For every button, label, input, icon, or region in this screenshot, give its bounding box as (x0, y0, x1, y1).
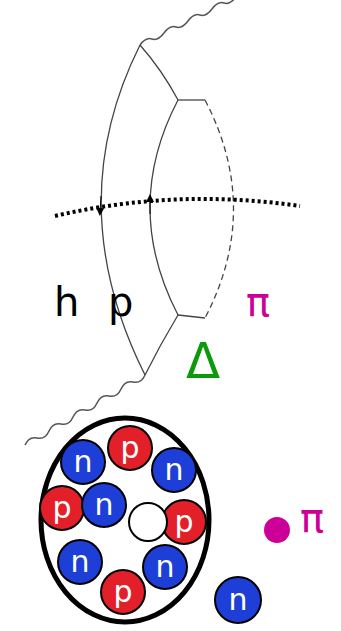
particle-label: p (108, 282, 133, 322)
nucleon-ball: n (81, 482, 127, 528)
nucleon-letter: n (70, 547, 89, 577)
nucleon-ball: n (214, 576, 262, 624)
nucleon-letter: n (228, 585, 247, 615)
nucleon-letter: n (155, 552, 174, 582)
nucleon-letter: p (174, 507, 193, 537)
nucleon-ball: p (39, 485, 85, 531)
particle-label: Δ (186, 336, 220, 386)
nucleon-ball: p (107, 425, 153, 471)
nucleon-letter: p (113, 577, 132, 607)
particle-label: h (54, 282, 79, 322)
nucleon-letter: n (73, 447, 92, 477)
nucleon-ball: n (142, 544, 188, 590)
nucleon-letter: n (164, 455, 183, 485)
nucleon-ball: p (161, 499, 207, 545)
nucleon-letter: n (94, 490, 113, 520)
nucleon-letter: p (52, 493, 71, 523)
nucleon-ball: n (151, 447, 197, 493)
nucleon-ball: n (57, 539, 103, 585)
nucleon-ball: n (60, 439, 106, 485)
nucleon-ball: p (100, 569, 146, 615)
particle-label: π (300, 498, 324, 538)
particle-label: π (246, 282, 270, 322)
nucleon-letter: p (120, 433, 139, 463)
